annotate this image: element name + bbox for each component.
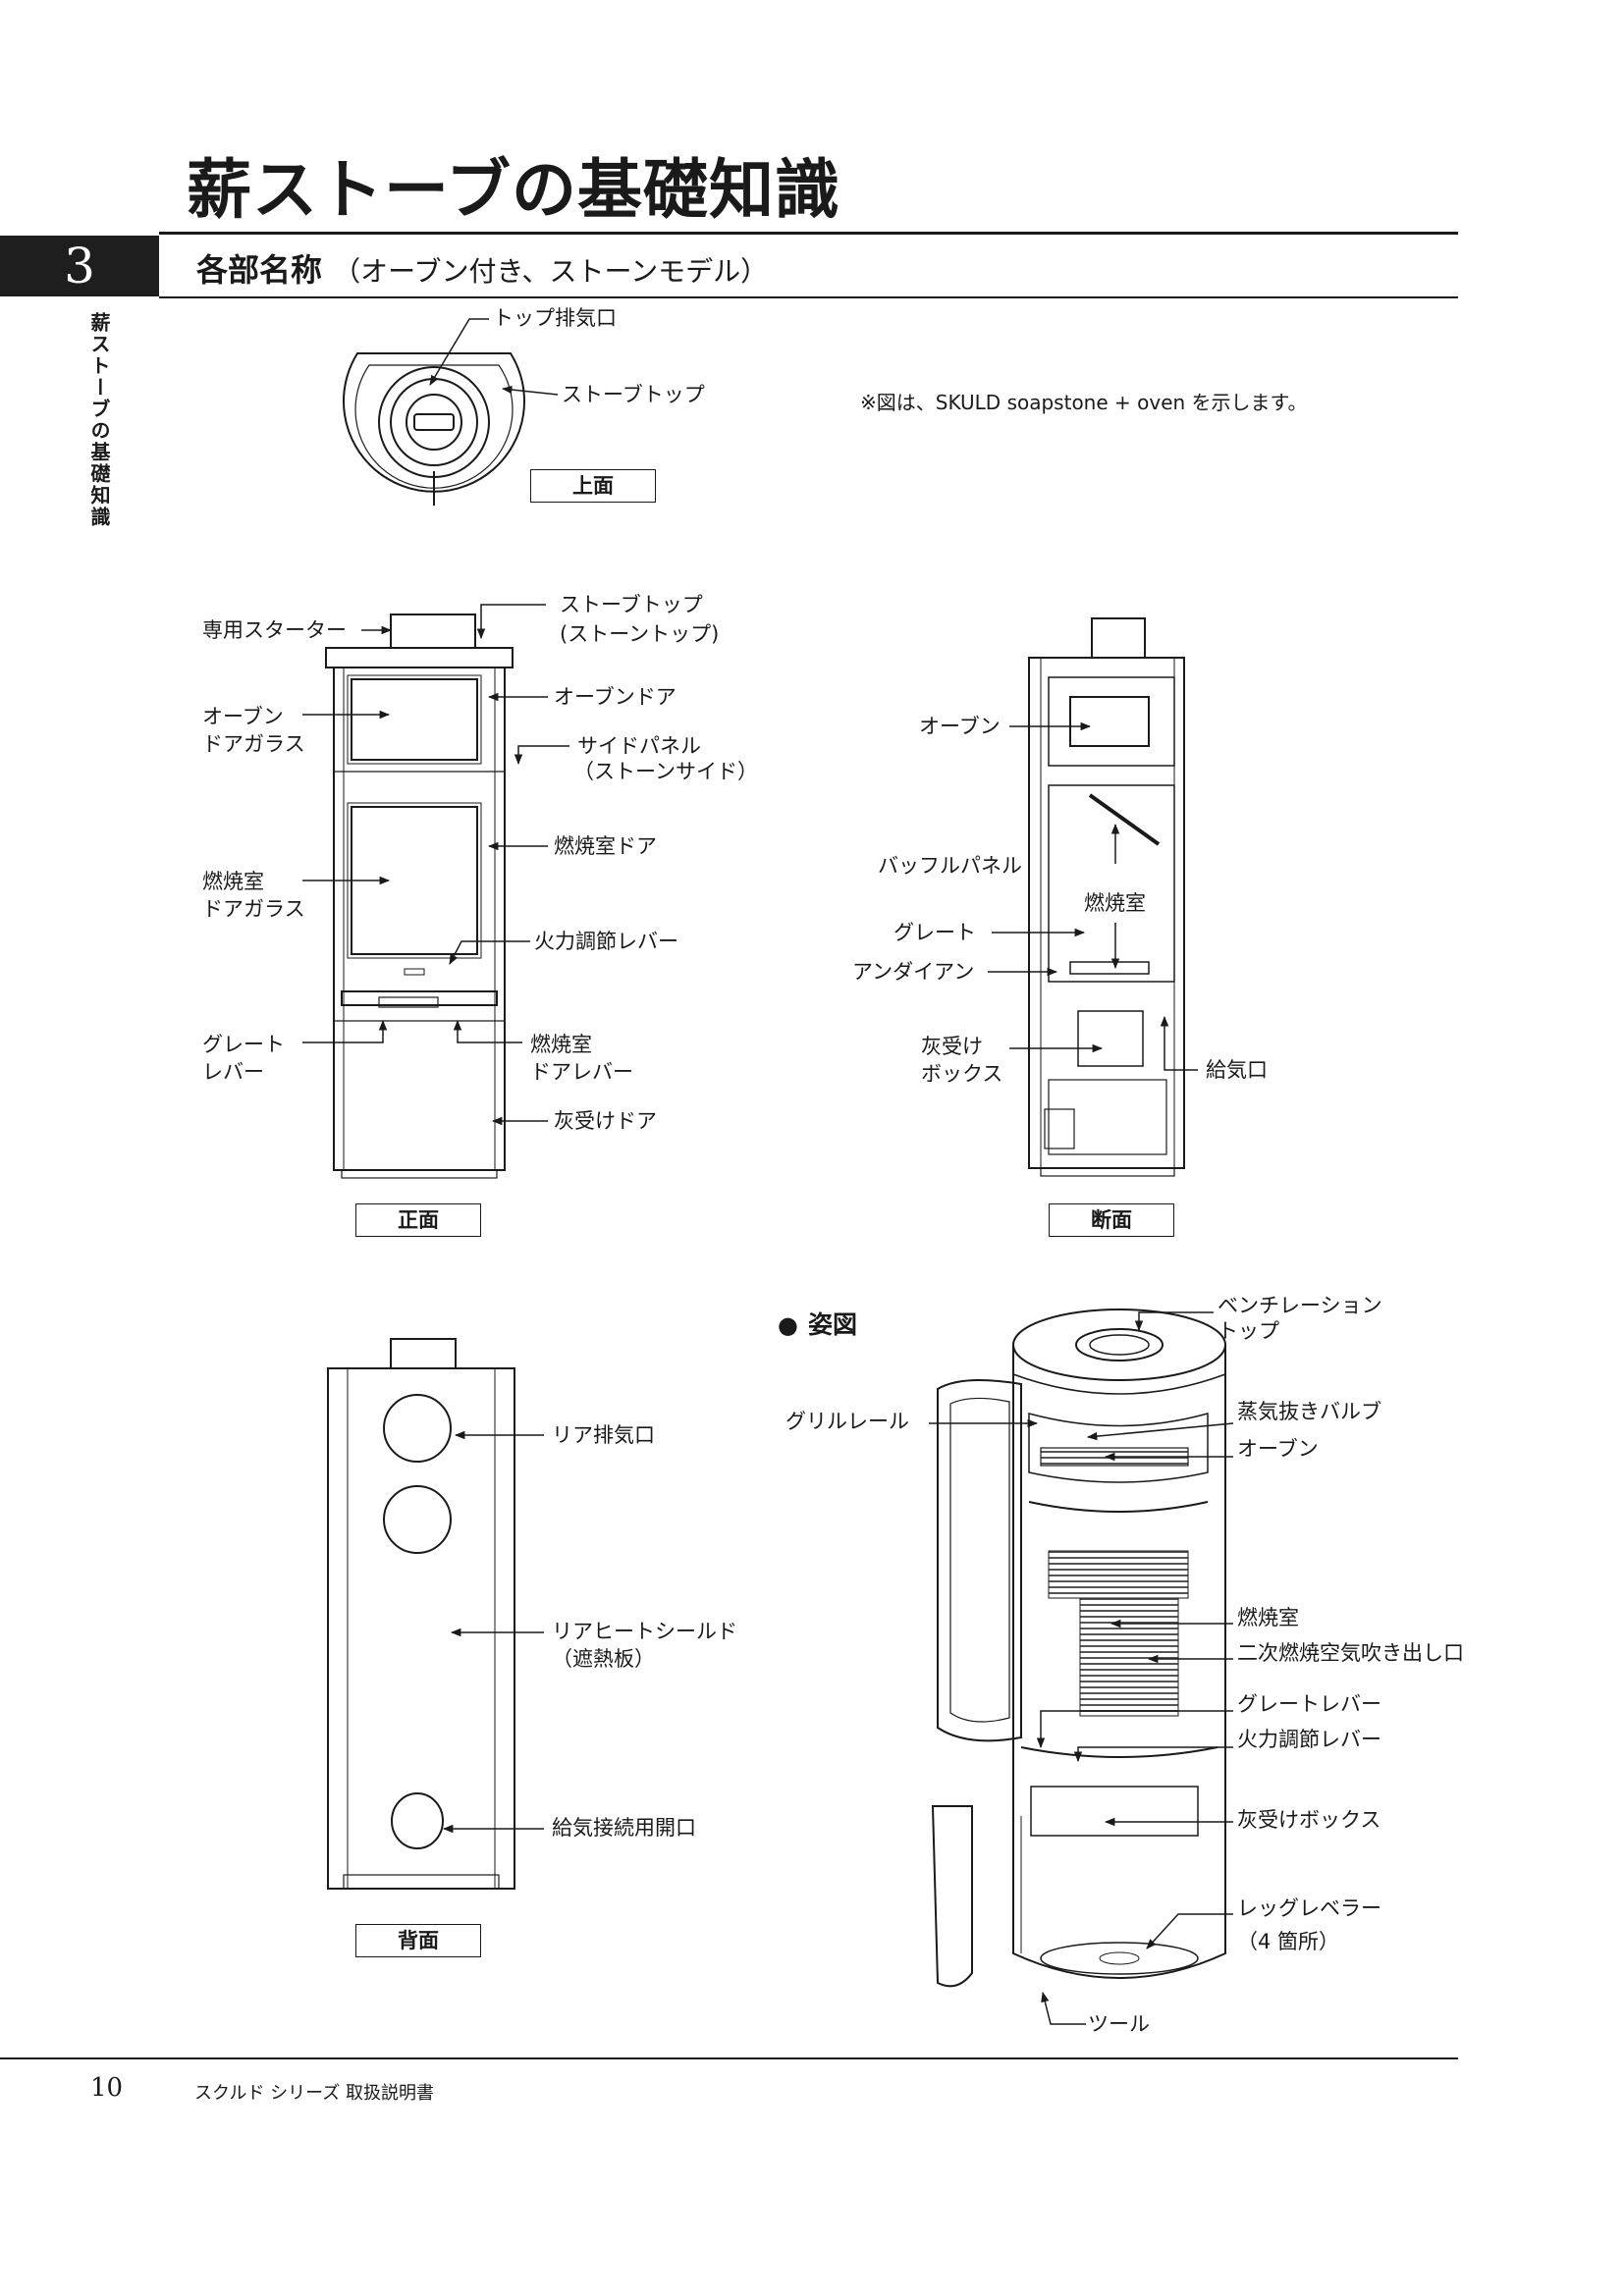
view-label-section: 断面 <box>1049 1203 1174 1237</box>
label-starter: 専用スターター <box>202 618 347 642</box>
label-tool: ツール <box>1088 2012 1150 2036</box>
label-grate-lever-1: グレート <box>202 1033 285 1056</box>
label-fire-lever: 火力調節レバー <box>534 930 678 953</box>
label-steam-valve: 蒸気抜きバルブ <box>1237 1400 1381 1423</box>
label-stove-top: ストーブトップ <box>562 383 705 406</box>
label-firebox-glass-1: 燃焼室 <box>202 870 264 893</box>
section-view-drawing <box>1028 617 1185 1177</box>
label-front-stove-top-1: ストーブトップ <box>560 593 703 616</box>
label-leveler-2: （4 箇所） <box>1237 1930 1340 1953</box>
label-section-firebox: 燃焼室 <box>1084 891 1146 915</box>
footer-rule <box>0 2057 1458 2059</box>
perspective-heading: 姿図 <box>807 1310 857 1339</box>
label-side-panel-1: サイドパネル <box>577 734 701 758</box>
label-air-inlet: 給気口 <box>1206 1058 1268 1082</box>
label-persp-grate-lever: グレートレバー <box>1237 1692 1381 1716</box>
label-andiron: アンダイアン <box>852 960 975 984</box>
page-title: 薪ストーブの基礎知識 <box>187 151 841 228</box>
label-leveler-1: レッグレベラー <box>1237 1896 1381 1920</box>
label-persp-fire-lever: 火力調節レバー <box>1237 1728 1381 1751</box>
view-label-top: 上面 <box>530 469 656 503</box>
label-section-oven: オーブン <box>919 715 1001 738</box>
page-number: 10 <box>90 2073 124 2103</box>
label-vent-top-1: ベンチレーション <box>1218 1294 1382 1317</box>
label-vent-top-2: トップ <box>1218 1319 1279 1343</box>
label-door-lever-2: ドアレバー <box>530 1060 633 1084</box>
bullet-icon: ● <box>778 1311 798 1339</box>
leader-lines <box>302 318 1234 2025</box>
label-persp-ash-box: 灰受けボックス <box>1237 1808 1381 1832</box>
label-grate-lever-2: レバー <box>202 1060 264 1084</box>
label-oven-door: オーブンドア <box>554 685 677 709</box>
label-ash-box-1: 灰受け <box>921 1035 983 1058</box>
section-rule <box>159 296 1458 298</box>
label-heat-shield-1: リアヒートシールド <box>552 1620 737 1643</box>
label-side-panel-2: （ストーンサイド） <box>573 760 758 783</box>
side-title: 薪ストーブの基礎知識 <box>87 312 111 528</box>
title-rule <box>159 232 1458 235</box>
label-grill-rail: グリルレール <box>785 1410 909 1433</box>
label-air-connection: 給気接続用開口 <box>552 1816 696 1840</box>
label-oven-glass-2: ドアガラス <box>202 732 305 756</box>
section-title-text: 各部名称 <box>196 251 323 289</box>
label-firebox-glass-2: ドアガラス <box>202 897 305 921</box>
top-view-drawing <box>343 352 525 506</box>
label-persp-oven: オーブン <box>1237 1437 1319 1461</box>
label-heat-shield-2: （遮熱板） <box>552 1647 655 1671</box>
label-front-stove-top-2: (ストーントップ) <box>560 622 720 646</box>
front-view-drawing <box>325 614 514 1179</box>
model-note: ※図は、SKULD soapstone + oven を示します。 <box>860 391 1308 414</box>
label-top-exhaust: トップ排気口 <box>493 306 617 330</box>
label-door-lever-1: 燃焼室 <box>530 1033 592 1056</box>
section-subtitle: （オーブン付き、ストーンモデル） <box>333 255 769 288</box>
section-number: 3 <box>0 236 159 296</box>
perspective-view-drawing <box>931 1308 1226 1988</box>
label-ash-door: 灰受けドア <box>554 1109 657 1133</box>
view-label-front: 正面 <box>355 1203 481 1237</box>
view-label-perspective: ● 姿図 <box>778 1306 857 1341</box>
label-ash-box-2: ボックス <box>921 1062 1003 1086</box>
section-title: 各部名称 （オーブン付き、ストーンモデル） <box>196 245 768 291</box>
label-persp-firebox: 燃焼室 <box>1237 1606 1299 1629</box>
document-name: スクルド シリーズ 取扱説明書 <box>194 2083 435 2104</box>
back-view-drawing <box>327 1338 515 1890</box>
label-baffle: バッフルパネル <box>878 854 1022 878</box>
label-grate: グレート <box>893 921 976 944</box>
label-secondary-air: 二次燃焼空気吹き出し口 <box>1237 1641 1464 1665</box>
view-label-back: 背面 <box>355 1924 481 1957</box>
label-firebox-door: 燃焼室ドア <box>554 834 657 858</box>
label-oven-glass-1: オーブン <box>202 705 284 728</box>
label-rear-exhaust: リア排気口 <box>552 1423 655 1447</box>
